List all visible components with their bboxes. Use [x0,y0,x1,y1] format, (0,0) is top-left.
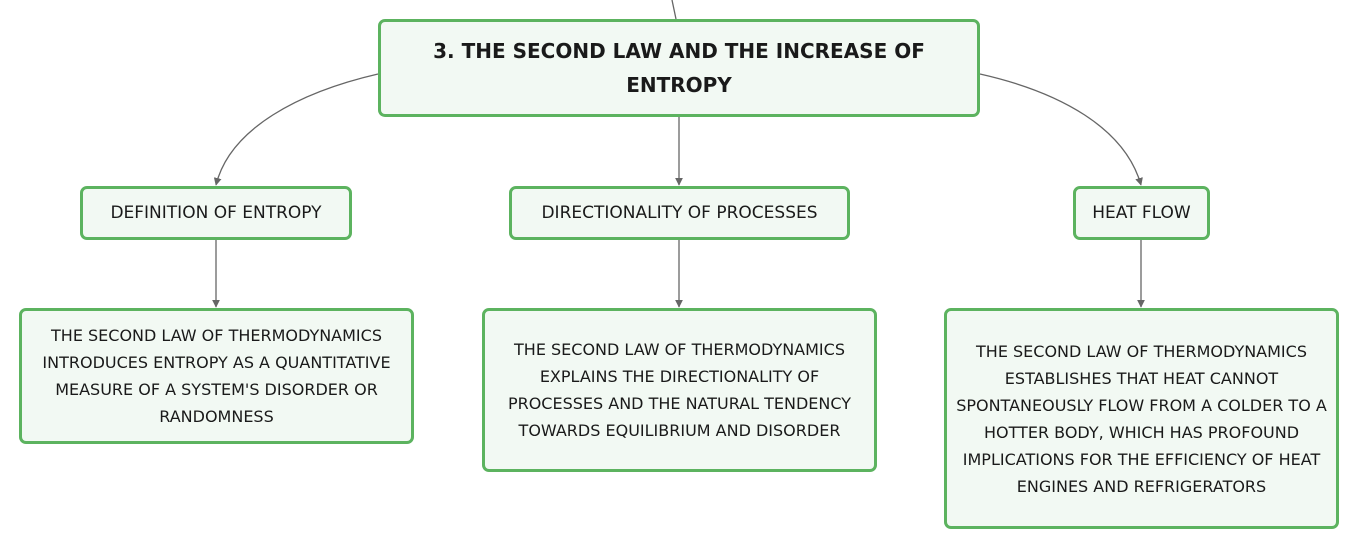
detail-text: THE SECOND LAW OF THERMODYNAMICS EXPLAIN… [507,340,852,440]
branch-label: DIRECTIONALITY OF PROCESSES [541,203,818,223]
root-topic-title: 3. THE SECOND LAW AND THE INCREASE OF EN… [433,39,925,97]
branch-node-directionality-of-processes[interactable]: DIRECTIONALITY OF PROCESSES [509,186,850,240]
branch-node-definition-of-entropy[interactable]: DEFINITION OF ENTROPY [80,186,352,240]
root-topic-node[interactable]: 3. THE SECOND LAW AND THE INCREASE OF EN… [378,19,980,117]
detail-text: THE SECOND LAW OF THERMODYNAMICS INTRODU… [42,326,391,426]
connector-from-parent [671,0,677,20]
branch-label: DEFINITION OF ENTROPY [110,203,322,223]
connector-root-to-heat-flow [979,73,1143,186]
detail-node-directionality-of-processes[interactable]: THE SECOND LAW OF THERMODYNAMICS EXPLAIN… [482,308,877,472]
detail-node-definition-of-entropy[interactable]: THE SECOND LAW OF THERMODYNAMICS INTRODU… [19,308,414,444]
detail-node-heat-flow[interactable]: THE SECOND LAW OF THERMODYNAMICS ESTABLI… [944,308,1339,529]
detail-text: THE SECOND LAW OF THERMODYNAMICS ESTABLI… [956,341,1327,496]
branch-node-heat-flow[interactable]: HEAT FLOW [1073,186,1210,240]
connector-root-to-definition [213,73,379,186]
branch-label: HEAT FLOW [1092,203,1191,223]
